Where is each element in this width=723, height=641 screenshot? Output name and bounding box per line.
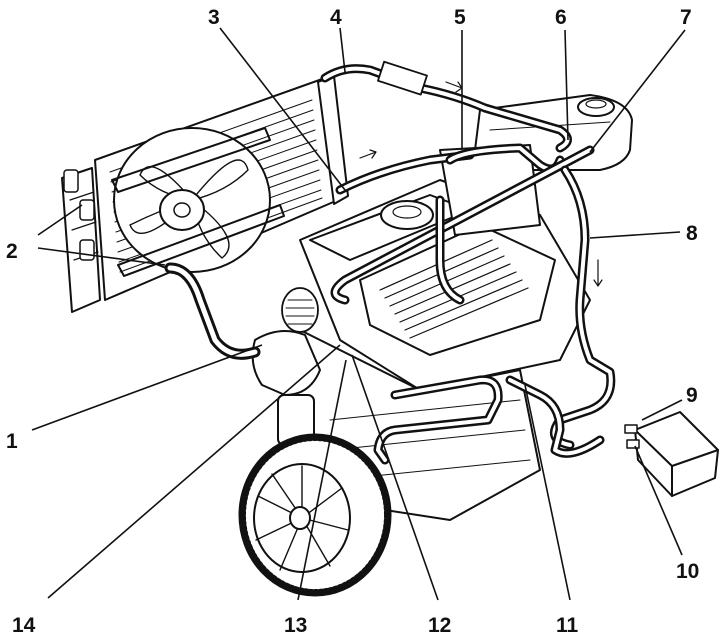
- coolant-hoses: [164, 60, 616, 465]
- callout-4: 4: [330, 6, 342, 29]
- callout-2: 2: [6, 240, 18, 263]
- callout-9: 9: [686, 384, 698, 407]
- callout-5: 5: [454, 6, 466, 29]
- callout-3: 3: [208, 6, 220, 29]
- heater-box: [624, 411, 719, 497]
- callout-1: 1: [6, 430, 18, 453]
- callout-labels: 1 2 3 4 5 6 7 8 9 10 11 12 13 14: [6, 6, 699, 637]
- callout-8: 8: [686, 222, 698, 245]
- callout-6: 6: [555, 6, 567, 29]
- callout-12: 12: [428, 614, 451, 637]
- leader-lines: [31, 27, 686, 601]
- callout-14: 14: [12, 614, 36, 637]
- callout-11: 11: [556, 614, 579, 637]
- callout-7: 7: [680, 6, 692, 29]
- callout-10: 10: [676, 560, 699, 583]
- flow-arrows: [359, 81, 603, 287]
- callout-13: 13: [284, 614, 307, 637]
- fan-assembly: [111, 127, 285, 277]
